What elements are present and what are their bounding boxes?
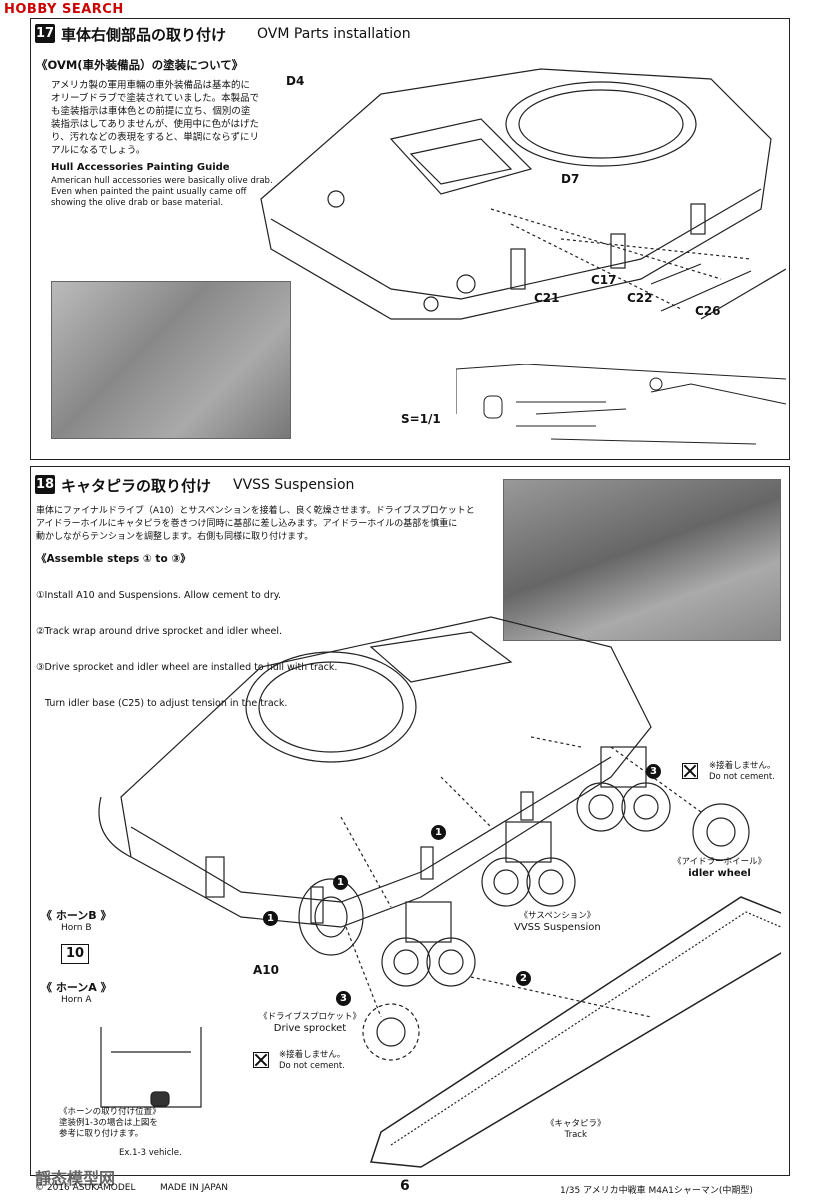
idler-en: idler wheel <box>688 868 751 879</box>
painting-guide-line: showing the olive drab or base material. <box>51 198 224 208</box>
step18-intro: 車体にファイナルドライブ（A10）とサスペンションを接着し、良く乾燥させます。ド… <box>36 505 475 544</box>
idler-wheel-label: 《アイドラーホイール》 idler wheel <box>673 857 766 879</box>
no-cement-jp: ※接着しません。 <box>279 1050 346 1060</box>
no-cement-label-idler: ※接着しません。 Do not cement. <box>709 761 775 783</box>
suspension-en: VVSS Suspension <box>514 922 601 933</box>
step-marker: 1 <box>263 911 278 926</box>
parts-scale-diagram <box>456 364 786 445</box>
painting-guide-title: Hull Accessories Painting Guide <box>51 162 230 173</box>
assemble-step: Turn idler base (C25) to adjust tension … <box>36 698 288 709</box>
copyright: © 2016 ASUKAMODEL <box>35 1183 136 1193</box>
scale-label: S=1/1 <box>401 412 441 426</box>
no-cement-en: Do not cement. <box>709 772 775 782</box>
ovm-reference-photo <box>51 281 291 439</box>
part-label-c22: C22 <box>627 291 653 305</box>
painting-guide-line: American hull accessories were basically… <box>51 176 273 186</box>
part-label-a10: A10 <box>253 963 279 977</box>
no-cement-jp: ※接着しません。 <box>709 761 776 771</box>
horn-a-jp: 《 ホーンA 》 <box>41 981 112 994</box>
assemble-title: 《Assemble steps ① to ③》 <box>36 553 191 565</box>
no-cement-label-sprocket: ※接着しません。 Do not cement. <box>279 1050 345 1072</box>
step18-title-en: VVSS Suspension <box>233 477 355 493</box>
drive-sprocket-label: 《ドライブスプロケット》 Drive sprocket <box>259 1012 361 1034</box>
part-label-d7: D7 <box>561 172 580 186</box>
watermark: 靜态模型网 <box>35 1169 116 1188</box>
step-marker: 3 <box>646 764 661 779</box>
site-logo: HOBBY SEARCH <box>4 2 124 17</box>
track-label: 《キャタピラ》 Track <box>546 1119 606 1141</box>
step-marker: 1 <box>431 825 446 840</box>
step17-title-en: OVM Parts installation <box>257 26 411 42</box>
step18-title-jp: キャタピラの取り付け <box>61 477 212 495</box>
hull-suspension-drawing <box>98 616 781 1168</box>
horn-b-en: Horn B <box>60 923 92 933</box>
step18-panel: 18 キャタピラの取り付け VVSS Suspension 車体にファイナルドラ… <box>30 466 790 1176</box>
horn-pos-line: 塗装例1-3の場合は上図を <box>59 1118 158 1128</box>
part-label-c21: C21 <box>534 291 560 305</box>
assemble-step: ①Install A10 and Suspensions. Allow ceme… <box>36 590 282 601</box>
page-number: 6 <box>400 1178 410 1194</box>
horn-b-label: 《 ホーンB 》 Horn B <box>41 907 112 933</box>
step18-number: 18 <box>35 475 55 494</box>
horn-position-note: 《ホーンの取り付け位置》 塗装例1-3の場合は上図を 参考に取り付けます。 Ex… <box>59 1107 182 1159</box>
part-label-c26: C26 <box>695 304 721 318</box>
horn-pos-line: 参考に取り付けます。 <box>59 1129 144 1139</box>
suspension-reference-photo <box>503 479 781 641</box>
no-cement-icon <box>253 1052 269 1068</box>
step17-number: 17 <box>35 24 55 43</box>
ovm-note-line: 装指示はしてありませんが、使用中に色がはげた <box>51 119 259 130</box>
step-marker: 1 <box>333 875 348 890</box>
sprocket-jp: 《ドライブスプロケット》 <box>259 1012 362 1022</box>
ovm-note-line: も塗装指示は車体色との前提に立ち、個別の塗 <box>51 106 251 117</box>
horn-code-box: 10 <box>61 944 89 964</box>
horn-pos-en: Ex.1-3 vehicle. <box>119 1148 182 1158</box>
ovm-note-title: 《OVM(車外装備品）の塗装について》 <box>36 58 244 72</box>
ovm-note-jp: アメリカ製の軍用車輛の車外装備品は基本的に オリーブドラブで塗装されていました。… <box>51 79 259 157</box>
horn-b-jp: 《 ホーンB 》 <box>41 909 112 922</box>
made-in: MADE IN JAPAN <box>160 1183 229 1193</box>
step-marker: 2 <box>516 971 531 986</box>
painting-guide-line: Even when painted the paint usually came… <box>51 187 247 197</box>
suspension-jp: 《サスペンション》 <box>519 911 596 921</box>
horn-a-label: 《 ホーンA 》 Horn A <box>41 979 112 1005</box>
sprocket-en: Drive sprocket <box>273 1023 347 1034</box>
step-marker: 3 <box>336 991 351 1006</box>
assemble-step: ②Track wrap around drive sprocket and id… <box>36 626 283 637</box>
step17-title-jp: 車体右側部品の取り付け <box>61 26 227 44</box>
assemble-steps: ①Install A10 and Suspensions. Allow ceme… <box>36 566 337 734</box>
idler-jp: 《アイドラーホイール》 <box>673 857 767 867</box>
step17-panel: 17 車体右側部品の取り付け OVM Parts installation 《O… <box>30 18 790 460</box>
horn-pos-line: 《ホーンの取り付け位置》 <box>59 1107 161 1117</box>
no-cement-icon <box>682 763 698 779</box>
intro-line: 動かしながらテンションを調整します。右側も同様に取り付けます。 <box>36 532 314 542</box>
ovm-note-line: り、汚れなどの表現をすると、単調にならずにリ <box>51 132 260 143</box>
intro-line: アイドラーホイルにキャタピラを巻きつけ同時に基部に差し込みます。アイドラーホイル… <box>36 519 458 529</box>
part-label-d4: D4 <box>286 74 305 88</box>
painting-guide-text: American hull accessories were basically… <box>51 176 273 209</box>
ovm-note-line: オリーブドラブで塗装されていました。本製品で <box>51 93 260 104</box>
track-en: Track <box>564 1130 587 1140</box>
product-name: 1/35 アメリカ中戦車 M4A1シャーマン(中期型) <box>560 1186 753 1196</box>
suspension-label: 《サスペンション》 VVSS Suspension <box>514 911 601 933</box>
part-label-c17: C17 <box>591 273 617 287</box>
ovm-note-line: アルになるでしょう。 <box>51 145 146 156</box>
no-cement-en: Do not cement. <box>279 1061 345 1071</box>
hull-ovm-drawing <box>260 68 786 320</box>
intro-line: 車体にファイナルドライブ（A10）とサスペンションを接着し、良く乾燥させます。ド… <box>36 506 475 516</box>
horn-a-en: Horn A <box>61 995 92 1005</box>
ovm-note-line: アメリカ製の軍用車輛の車外装備品は基本的に <box>51 80 251 91</box>
track-jp: 《キャタピラ》 <box>546 1119 606 1129</box>
